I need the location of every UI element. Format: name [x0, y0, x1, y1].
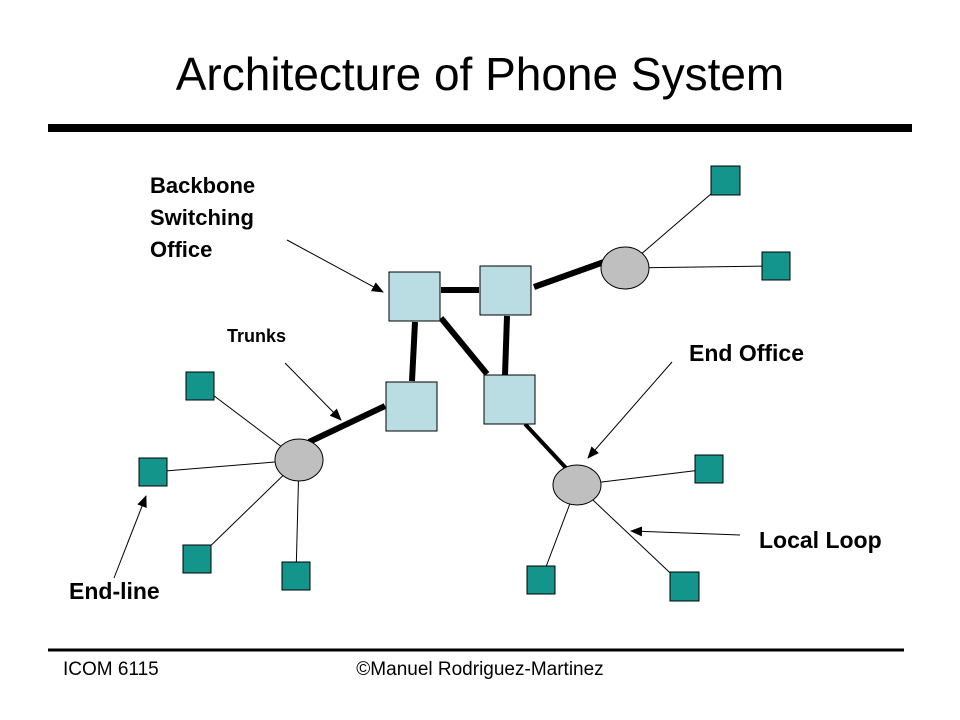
end-office-arrow: [587, 361, 673, 459]
trunk-line: [532, 259, 606, 290]
phone-square: [526, 565, 556, 595]
slide-title: Architecture of Phone System: [175, 48, 785, 100]
callout-arrows: [113, 239, 741, 579]
trunk-lines: [307, 259, 606, 445]
phone-square: [710, 165, 741, 196]
end-office-label: End Office: [689, 340, 804, 366]
backbone-switching-offices: [385, 265, 536, 432]
local-loop-label: Local Loop: [759, 527, 882, 553]
trunk-line: [438, 316, 490, 376]
end-line-label: End-line: [69, 578, 160, 604]
end-line-phones: [138, 165, 791, 602]
backbone-switch-box: [483, 374, 536, 425]
local-loop-lines: [152, 180, 777, 587]
backbone-arrow: [286, 239, 384, 293]
trunk-line: [409, 321, 418, 382]
end-office-circle: [600, 246, 650, 290]
phone-square: [669, 571, 700, 602]
phone-square: [694, 454, 724, 484]
backbone-label-line1: Backbone: [150, 173, 255, 198]
local-loop-arrow: [630, 526, 741, 537]
end-offices: [274, 246, 650, 506]
trunks-label: Trunks: [227, 326, 286, 346]
backbone-label-line2: Switching: [150, 205, 254, 230]
backbone-label-line3: Office: [150, 237, 212, 262]
trunk-line: [307, 403, 387, 445]
phone-square: [761, 251, 791, 281]
backbone-switch-box: [388, 271, 441, 322]
end-office-circle: [552, 464, 602, 506]
phone-square: [185, 371, 215, 401]
local-loop-line: [624, 265, 777, 269]
footer-author: ©Manuel Rodriguez-Martinez: [356, 659, 604, 680]
local-loop-line: [196, 459, 300, 560]
phone-square: [138, 457, 168, 487]
trunk-line: [502, 315, 510, 376]
backbone-switch-box: [479, 265, 532, 316]
trunk-line: [523, 422, 568, 470]
end-line-arrow: [113, 495, 147, 579]
footer-course: ICOM 6115: [63, 659, 159, 680]
backbone-switch-box: [385, 381, 438, 432]
trunks-arrow: [284, 362, 342, 421]
phone-square: [182, 544, 212, 574]
phone-square: [281, 561, 311, 591]
end-office-circle: [274, 438, 324, 482]
